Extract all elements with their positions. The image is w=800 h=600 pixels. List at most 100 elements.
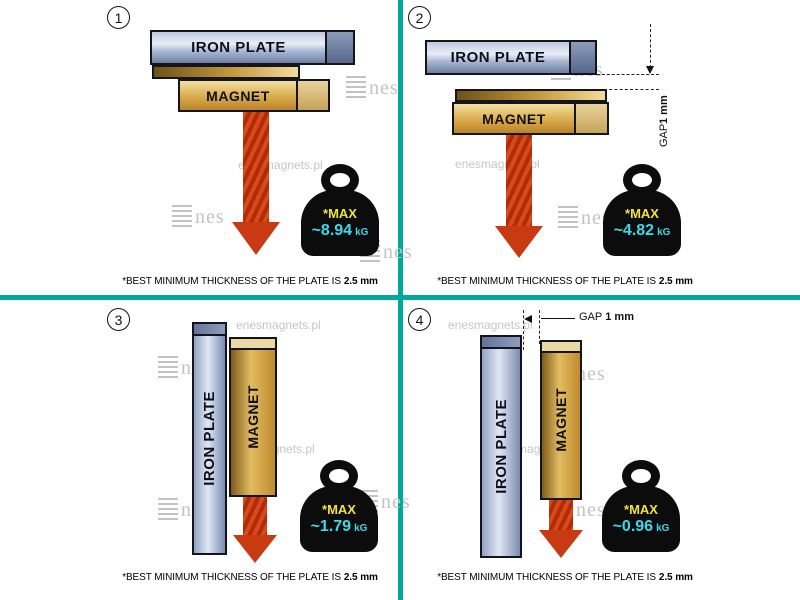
panel-4-number-label: 4 (415, 311, 424, 328)
max-value: ~4.82 (613, 221, 655, 239)
max-label: *MAX (624, 502, 658, 518)
enes-logo-watermark: nes (172, 205, 225, 227)
site-watermark: enesmagnets.pl (448, 318, 533, 332)
panel-2-number-label: 2 (415, 9, 424, 26)
caption-text: *BEST MINIMUM THICKNESS OF THE PLATE IS (122, 572, 341, 583)
enes-logo-text: nes (381, 491, 411, 513)
gap-label: GAP1 mm (658, 72, 670, 147)
panel-2: 2 nes nes enesmagnets.pl IRON PLATE GAP1… (403, 0, 800, 295)
gap-leader-line (541, 318, 575, 319)
gap-label-text: GAP (658, 123, 670, 147)
divider-horizontal (0, 295, 800, 300)
unit-label: kG (657, 226, 671, 238)
gap-upper-line (597, 74, 659, 75)
enes-logo-text: nes (383, 241, 413, 263)
unit-label: kG (355, 226, 369, 238)
divider-vertical (398, 0, 403, 600)
caption-text: *BEST MINIMUM THICKNESS OF THE PLATE IS (437, 276, 656, 287)
caption-bold: 2.5 mm (343, 276, 378, 287)
iron-plate-end (327, 30, 355, 65)
gap-lower-line (604, 89, 659, 90)
caption-bold: 2.5 mm (658, 276, 693, 287)
magnet-top-face (231, 339, 275, 350)
gap-arrow-left (524, 315, 532, 323)
max-label: *MAX (625, 206, 659, 222)
magnet: MAGNET (452, 102, 576, 135)
enes-logo-bars (172, 205, 192, 227)
panel-4-number: 4 (408, 308, 431, 331)
enes-logo-bars (346, 76, 366, 98)
gap-value-text: 1 mm (605, 311, 634, 323)
pull-arrow-body (243, 112, 269, 224)
enes-logo-watermark: nes (558, 206, 611, 228)
max-value: ~0.96 (612, 517, 654, 535)
max-value: ~1.79 (310, 517, 352, 535)
pull-arrow-body (549, 500, 573, 530)
site-watermark: enesmagnets.pl (236, 318, 321, 332)
caption-text: *BEST MINIMUM THICKNESS OF THE PLATE IS (437, 572, 656, 583)
panel-4: 4 enesmagnets.pl enesmagnets.pl nes nes … (403, 300, 800, 600)
panel-1: 1 nes nes nes nes enesmagnets.pl IRON PL… (0, 0, 412, 295)
unit-label: kG (656, 522, 670, 534)
iron-plate-label: IRON PLATE (450, 49, 546, 66)
gap-reference-line (650, 24, 651, 68)
enes-logo-text: nes (576, 499, 606, 521)
pull-arrow-head (495, 226, 543, 258)
iron-plate-label: IRON PLATE (201, 391, 218, 486)
pull-arrow-head (539, 530, 583, 558)
panel-3: 3 enesmagnets.pl enesmagnets.pl nes nes … (0, 300, 410, 600)
panel-3-number-label: 3 (114, 311, 123, 328)
magnet: MAGNET (178, 79, 298, 112)
enes-logo-text: nes (195, 206, 225, 228)
caption-text: *BEST MINIMUM THICKNESS OF THE PLATE IS (122, 276, 341, 287)
iron-plate-top-face (194, 324, 225, 336)
panel-3-number: 3 (107, 308, 130, 331)
iron-plate: IRON PLATE (480, 335, 522, 558)
iron-plate-top-face (482, 337, 520, 349)
magnet: MAGNET (540, 340, 582, 500)
magnet: MAGNET (229, 337, 277, 497)
max-label: *MAX (322, 502, 356, 518)
pull-arrow-head (233, 535, 277, 563)
magnet-label: MAGNET (206, 87, 270, 104)
gap-arrow-down (646, 66, 654, 74)
pull-arrow-head (232, 222, 280, 255)
gap-reference-line-right (539, 310, 540, 344)
panel-2-number: 2 (408, 6, 431, 29)
magnet-label: MAGNET (245, 385, 261, 449)
gap-reference-line-left (523, 310, 524, 350)
enes-logo-bars (558, 206, 578, 228)
max-value: ~8.94 (311, 221, 353, 239)
pull-arrow-body (506, 135, 532, 226)
enes-logo-text: nes (576, 363, 606, 385)
magnet-end (576, 102, 609, 135)
enes-logo-bars (158, 498, 178, 520)
enes-logo-text: nes (581, 207, 611, 229)
magnet-top-face (455, 89, 607, 102)
unit-label: kG (354, 522, 368, 534)
max-label: *MAX (323, 206, 357, 222)
magnet-label: MAGNET (482, 110, 546, 127)
iron-plate: IRON PLATE (192, 322, 227, 555)
caption-bold: 2.5 mm (658, 572, 693, 583)
caption-bold: 2.5 mm (343, 572, 378, 583)
iron-plate: IRON PLATE (425, 40, 571, 75)
gap-label-text: GAP (579, 311, 603, 323)
panel-1-number: 1 (107, 6, 130, 29)
pull-arrow-body (243, 497, 267, 535)
iron-plate-label: IRON PLATE (492, 399, 510, 494)
enes-logo-watermark: nes (346, 76, 399, 98)
iron-plate: IRON PLATE (150, 30, 327, 65)
magnet-end (298, 79, 330, 112)
enes-logo-text: nes (369, 77, 399, 99)
